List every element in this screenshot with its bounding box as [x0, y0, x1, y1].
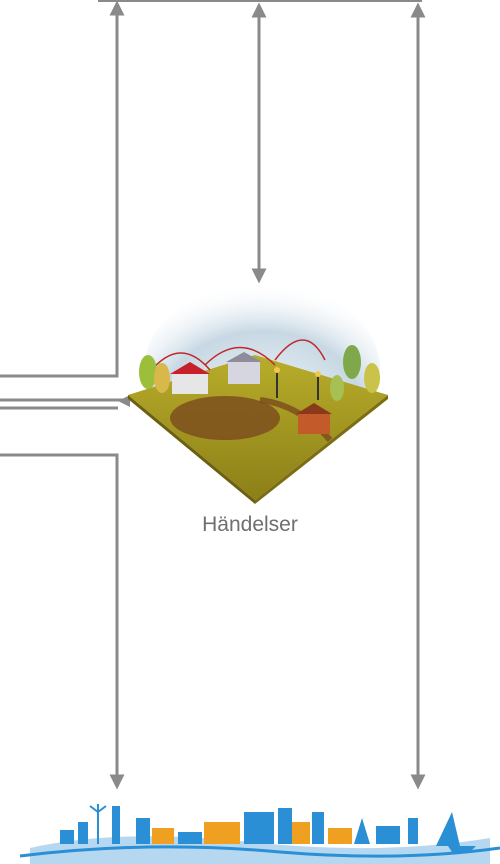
city-skyline-illustration: [20, 804, 500, 864]
smart-village-events-illustration: [128, 282, 388, 504]
connector-left-top: [0, 8, 117, 376]
center-node-label: Händelser: [202, 513, 298, 536]
connector-left-bottom: [0, 455, 117, 782]
